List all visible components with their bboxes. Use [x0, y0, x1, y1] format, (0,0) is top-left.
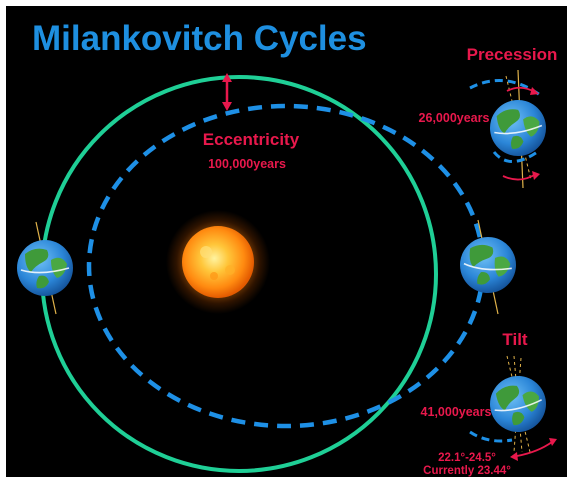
precession-label: Precession [467, 45, 558, 64]
dashed-orbit [86, 103, 486, 429]
sun-icon [166, 210, 270, 314]
earth-right-icon [455, 219, 521, 315]
eccentricity-label: Eccentricity [203, 130, 300, 149]
tilt-range: 22.1°-24.5° [438, 452, 496, 464]
earth-left-icon [16, 221, 74, 315]
tilt-earth-icon [469, 355, 552, 453]
precession-period: 26,000years [419, 111, 490, 125]
diagram-panel: Milankovitch Cycles Eccentricity 100,000… [6, 6, 567, 477]
eccentricity-period: 100,000years [208, 157, 286, 171]
eccentricity-double-arrow-icon [222, 73, 232, 111]
precession-rotation-arrow-icon [502, 86, 540, 181]
tilt-current: Currently 23.44° [423, 465, 511, 477]
precession-earth-icon [469, 69, 550, 189]
tilt-period: 41,000years [421, 405, 492, 419]
milankovitch-diagram: Milankovitch Cycles Eccentricity 100,000… [16, 19, 558, 477]
tilt-label: Tilt [502, 330, 528, 349]
diagram-title: Milankovitch Cycles [32, 19, 367, 58]
tilt-double-arrow-icon [510, 438, 557, 461]
